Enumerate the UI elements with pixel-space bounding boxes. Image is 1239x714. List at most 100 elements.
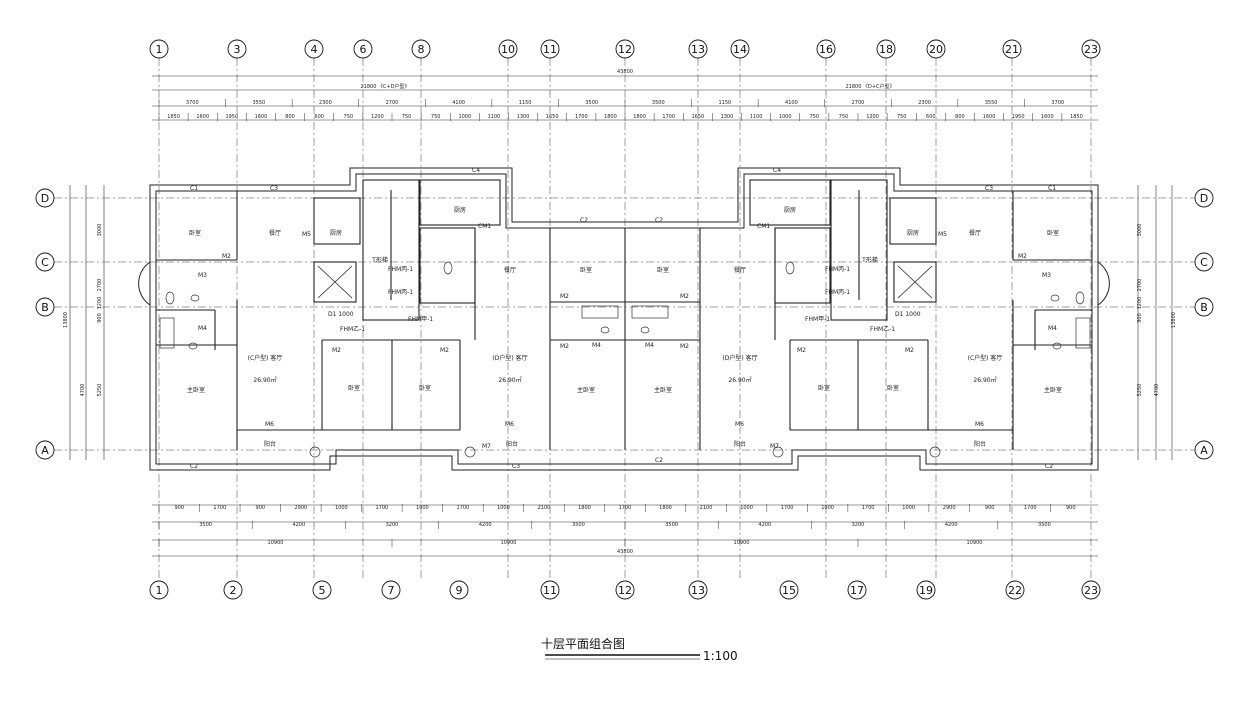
dim-top-row3: 750 bbox=[431, 114, 441, 120]
axis-bubble-bottom-13: 13 bbox=[688, 580, 708, 600]
stair-label-left: T形梯 bbox=[371, 256, 388, 264]
dim-bottom-row1: 1000 bbox=[497, 505, 510, 511]
dim-bottom-row1: 1700 bbox=[376, 505, 389, 511]
axis-bubble-top-11: 11 bbox=[540, 39, 560, 59]
dim-bottom-row1: 900 bbox=[174, 505, 184, 511]
svg-text:12: 12 bbox=[618, 43, 632, 56]
dim-left-total: 13800 bbox=[63, 312, 69, 328]
tag-m3-2: M3 bbox=[1042, 272, 1051, 279]
dim-left: 3000 bbox=[97, 224, 103, 237]
dim-top-row3: 800 bbox=[955, 114, 965, 120]
dim-top-row3: 1100 bbox=[488, 114, 501, 120]
dim-top-row2: 3700 bbox=[1051, 100, 1064, 106]
bottom-total-dim: 43800 bbox=[617, 549, 633, 555]
axis-bubble-left-B: B bbox=[35, 297, 55, 317]
dim-top-row3: 800 bbox=[285, 114, 295, 120]
tag-c2-4: C2 bbox=[655, 457, 663, 464]
dim-left: 5250 bbox=[97, 384, 103, 397]
svg-text:A: A bbox=[1200, 444, 1208, 457]
dim-bottom-row1: 1000 bbox=[335, 505, 348, 511]
axis-bubble-top-20: 20 bbox=[926, 39, 946, 59]
room-balcony-2: 阳台 bbox=[506, 440, 518, 448]
tag-m4-3: M4 bbox=[592, 342, 601, 349]
dim-left: 900 bbox=[97, 313, 103, 323]
dim-bottom-row2: 3500 bbox=[1038, 522, 1051, 528]
tag-c2-5: C2 bbox=[1045, 463, 1053, 470]
svg-text:14: 14 bbox=[733, 43, 747, 56]
dim-top-row2: 4100 bbox=[785, 100, 798, 106]
axis-bubble-top-6: 6 bbox=[353, 39, 373, 59]
tag-c4-1: C4 bbox=[472, 167, 480, 174]
dim-top-row2: 2700 bbox=[386, 100, 399, 106]
dim-top-row3: 600 bbox=[314, 114, 324, 120]
svg-text:9: 9 bbox=[456, 584, 463, 597]
svg-text:D: D bbox=[1200, 192, 1208, 205]
room-bedroom-4: 卧室 bbox=[580, 266, 592, 274]
dim-bottom-row1: 900 bbox=[1066, 505, 1076, 511]
axis-bubble-right-D: D bbox=[1194, 188, 1214, 208]
axis-bubble-top-12: 12 bbox=[615, 39, 635, 59]
dim-bottom-row3: 10900 bbox=[501, 540, 517, 546]
top-total-dim: 43800 bbox=[617, 69, 633, 75]
tag-m5-1: M5 bbox=[302, 231, 311, 238]
axis-bubble-bottom-7: 7 bbox=[381, 580, 401, 600]
tag-m2-5: M2 bbox=[560, 343, 569, 350]
dim-bottom-row1: 1700 bbox=[213, 505, 226, 511]
svg-text:22: 22 bbox=[1008, 584, 1022, 597]
tag-m7-1: M7 bbox=[482, 443, 491, 450]
svg-text:20: 20 bbox=[929, 43, 943, 56]
room-bedroom-2: 卧室 bbox=[348, 384, 360, 392]
axis-bubble-right-C: C bbox=[1194, 252, 1214, 272]
dim-top-row2: 1150 bbox=[519, 100, 532, 106]
drawing-scale: 1:100 bbox=[703, 649, 738, 663]
tag-fire-1: FHM丙-1 bbox=[388, 266, 413, 273]
dim-bottom-row1: 1800 bbox=[578, 505, 591, 511]
tag-c3-1: C3 bbox=[270, 185, 278, 192]
svg-text:13: 13 bbox=[691, 584, 705, 597]
dim-bottom-row3: 10900 bbox=[967, 540, 983, 546]
outer-wall bbox=[149, 167, 1099, 471]
svg-text:13: 13 bbox=[691, 43, 705, 56]
axis-bubble-bottom-2: 2 bbox=[223, 580, 243, 600]
tag-elevator-2: D1 1000 bbox=[895, 311, 921, 318]
tag-fire-3: FHM乙-1 bbox=[340, 326, 365, 333]
tag-m6-2: M6 bbox=[505, 421, 514, 428]
room-living-area-2: 26.90㎡ bbox=[498, 376, 521, 384]
bay-windows bbox=[138, 261, 1110, 306]
dim-top-row2: 2300 bbox=[918, 100, 931, 106]
svg-text:11: 11 bbox=[543, 43, 557, 56]
dim-top-row2: 1150 bbox=[718, 100, 731, 106]
tag-m6-1: M6 bbox=[265, 421, 274, 428]
tag-m2-9: M2 bbox=[797, 347, 806, 354]
top-unit-right-dim: 21800 《D+C户型》 bbox=[845, 83, 894, 90]
dim-bottom-row1: 2900 bbox=[943, 505, 956, 511]
dim-top-row2: 3700 bbox=[186, 100, 199, 106]
dim-right: 5250 bbox=[1137, 384, 1143, 397]
axis-bubble-top-21: 21 bbox=[1002, 39, 1022, 59]
dim-top-row3: 600 bbox=[926, 114, 936, 120]
axis-bubble-top-4: 4 bbox=[304, 39, 324, 59]
tag-c3-3: C3 bbox=[512, 463, 520, 470]
elevator-shafts bbox=[317, 265, 933, 299]
room-bedroom-5: 卧室 bbox=[657, 266, 669, 274]
dim-bottom-row2: 4200 bbox=[292, 522, 305, 528]
svg-text:12: 12 bbox=[618, 584, 632, 597]
room-kitchen-3: 厨房 bbox=[454, 206, 466, 214]
tag-fire-4: FHM甲-1 bbox=[408, 316, 433, 323]
dim-top-row3: 1850 bbox=[1070, 114, 1083, 120]
tag-c1-1: C1 bbox=[190, 185, 198, 192]
dim-top-row3: 750 bbox=[810, 114, 820, 120]
tag-m2-10: M2 bbox=[905, 347, 914, 354]
dim-bottom-row1: 2100 bbox=[700, 505, 713, 511]
dim-top-row3: 1800 bbox=[604, 114, 617, 120]
svg-text:11: 11 bbox=[543, 584, 557, 597]
dim-bottom-row1: 1000 bbox=[740, 505, 753, 511]
axis-bubble-top-13: 13 bbox=[688, 39, 708, 59]
dim-right: 2700 bbox=[1137, 279, 1143, 292]
tag-m7-2: M7 bbox=[770, 443, 779, 450]
tag-m3-1: M3 bbox=[198, 272, 207, 279]
